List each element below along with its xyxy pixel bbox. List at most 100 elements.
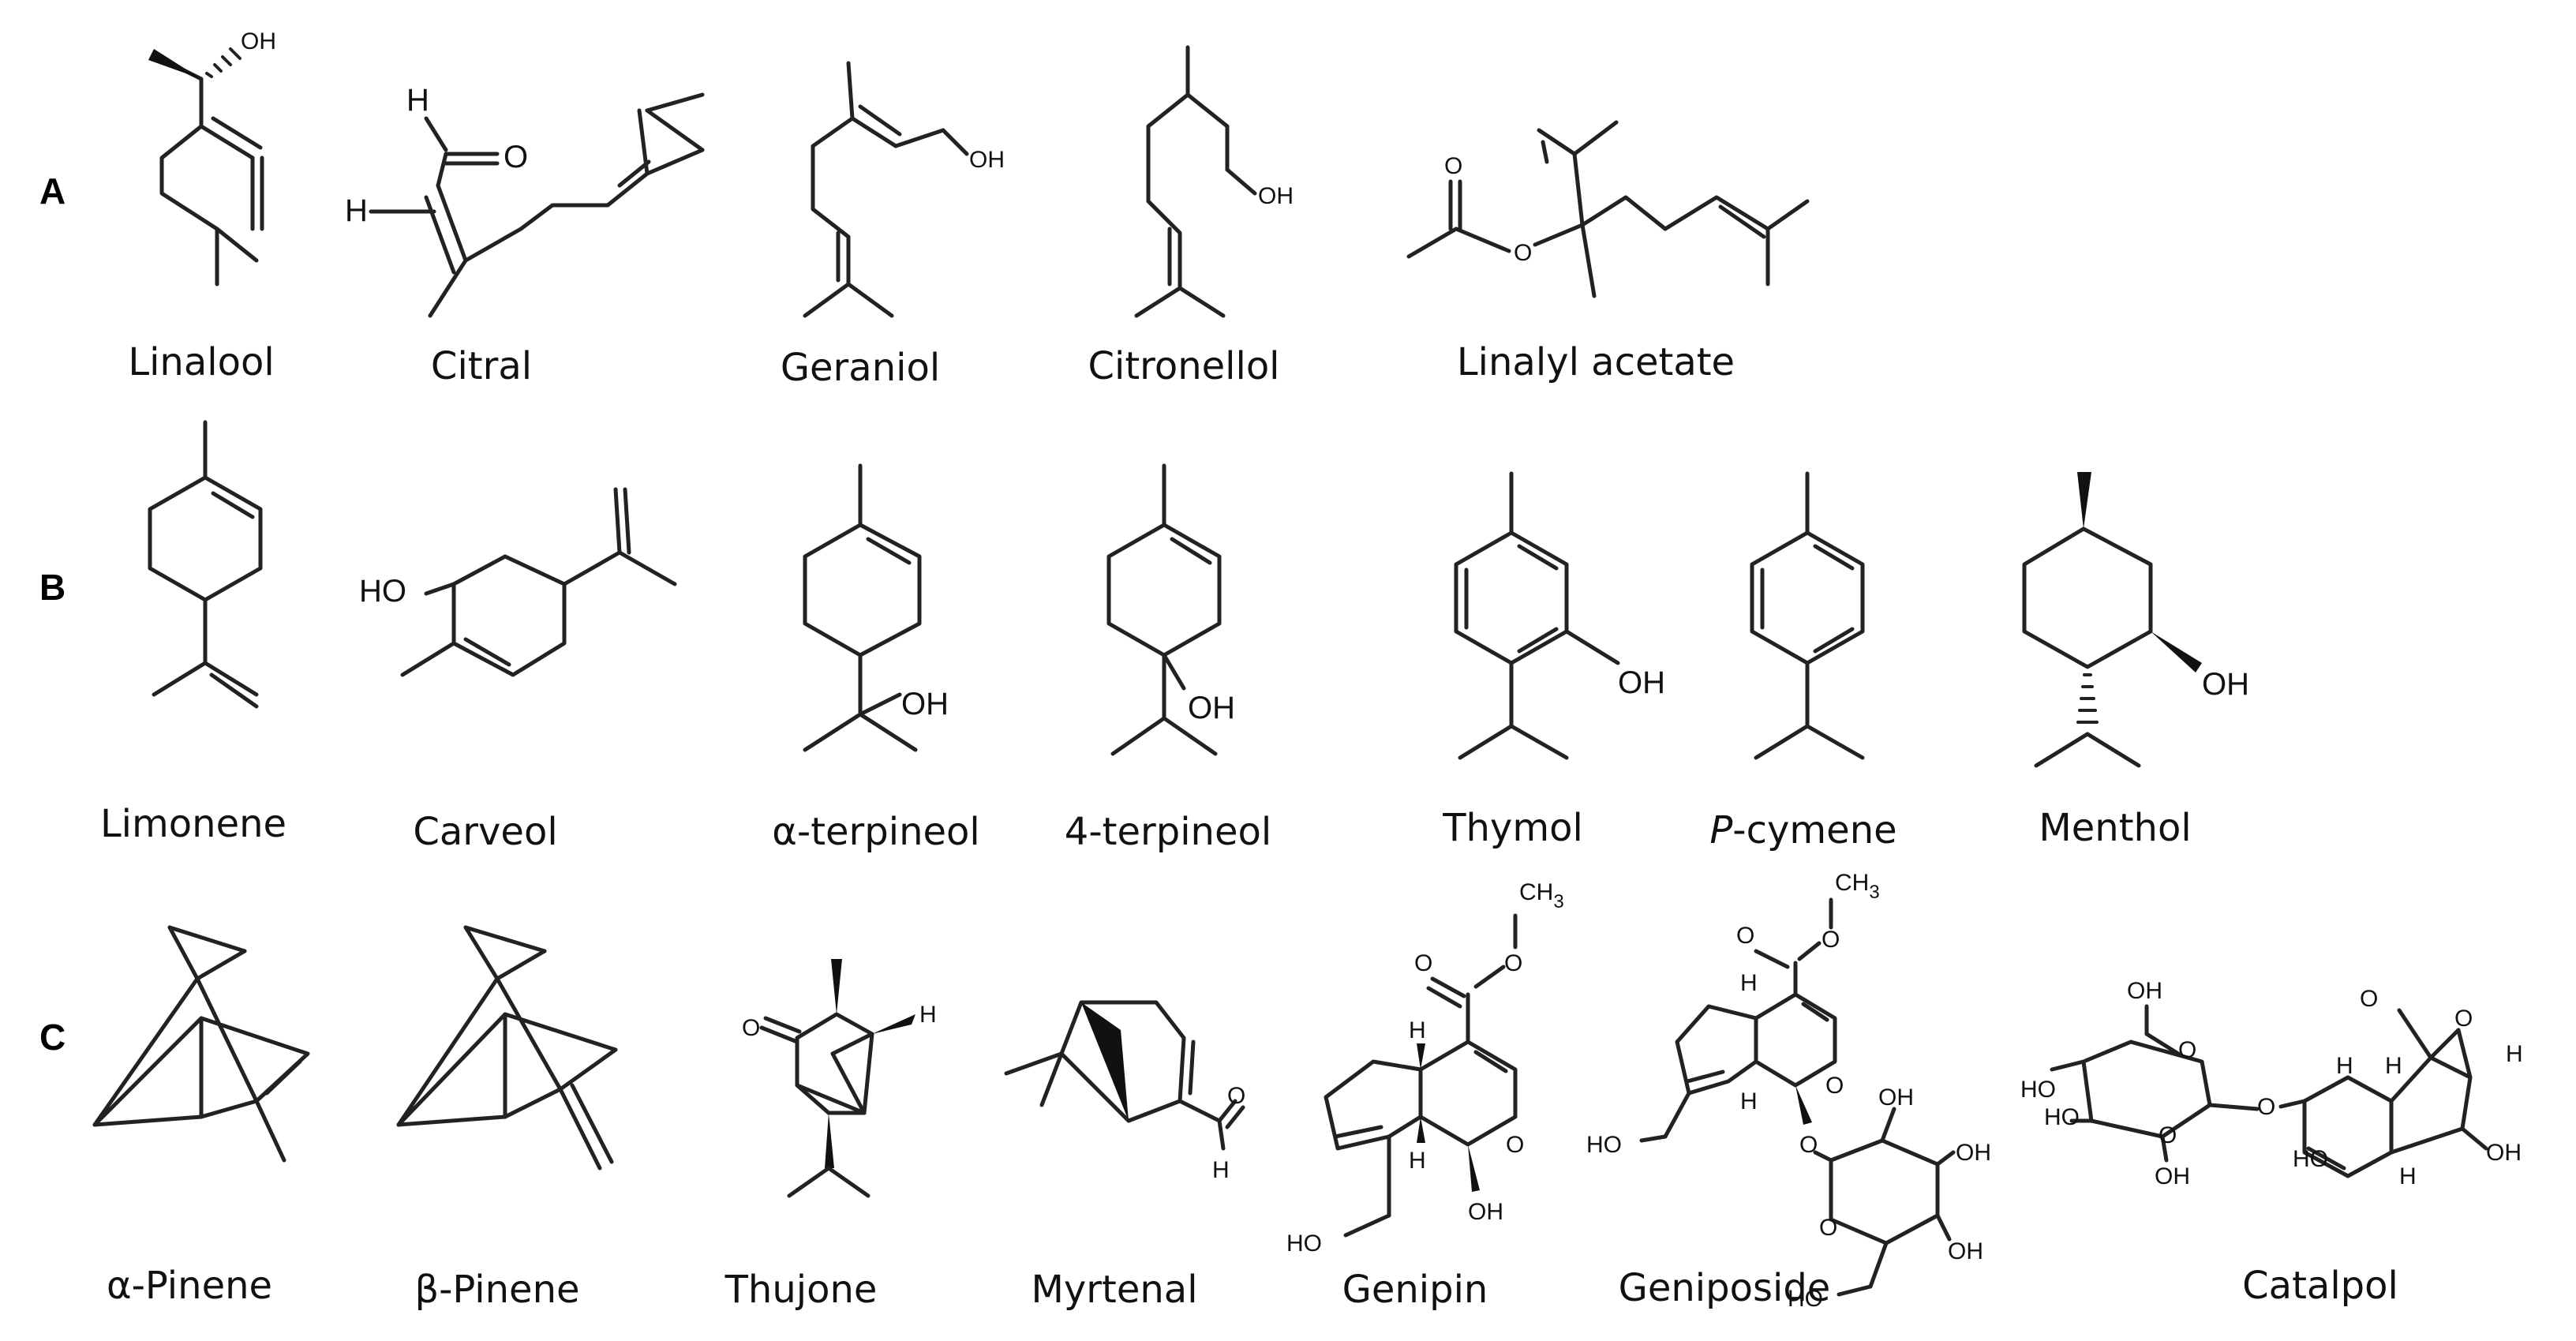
4-terpineol-oh-label: OH [1188, 691, 1235, 725]
catalpol-ring-o-bottom: O [2159, 1122, 2177, 1148]
catalpol-oh-sugar: OH [2155, 1163, 2190, 1189]
catalpol-ho-1: HO [2020, 1077, 2056, 1103]
genipin-ch-text: CH [1519, 879, 1553, 905]
p-cymene-italic-prefix: P [1709, 808, 1732, 852]
genipin-oh-label: OH [1468, 1199, 1503, 1225]
structure-geniposide: CH3 O O O H H HO O OH OH OH O HO [1586, 870, 1991, 1312]
name-linalool: Linalool [128, 340, 274, 384]
citral-o: O [504, 140, 528, 174]
genipin-ester-o: O [1504, 950, 1522, 976]
structure-4-terpineol: OH [1106, 463, 1235, 756]
name-alpha-terpineol: α-terpineol [772, 810, 980, 854]
catalpol-sugar-ring-o: O [2178, 1037, 2196, 1063]
genipin-ring-o: O [1506, 1132, 1524, 1158]
myrtenal-o-label: O [1227, 1083, 1245, 1109]
linalyl-acetate-o-carbonyl: O [1444, 153, 1462, 179]
name-4-terpineol: 4-terpineol [1065, 810, 1271, 854]
name-citral: Citral [431, 344, 532, 388]
catalpol-h-4: H [2336, 1053, 2353, 1079]
alpha-terpineol-oh-label: OH [901, 687, 949, 721]
geniposide-ring-o-sugar: O [1819, 1215, 1837, 1241]
structure-beta-pinene [396, 925, 618, 1171]
name-p-cymene: P-cymene [1709, 808, 1896, 852]
name-geniposide: Geniposide [1619, 1266, 1831, 1310]
geniposide-ring-o: O [1825, 1073, 1844, 1099]
p-cymene-suffix: -cymene [1732, 808, 1896, 852]
thymol-oh-label: OH [1618, 665, 1665, 700]
geniposide-oh-1: OH [1878, 1084, 1914, 1111]
citral-h-left: H [345, 193, 368, 228]
structure-alpha-terpineol: OH [803, 463, 949, 752]
catalpol-h-3: H [2399, 1163, 2417, 1189]
name-thymol: Thymol [1442, 806, 1583, 850]
structure-carveol: HO [359, 487, 677, 677]
structure-limonene [148, 420, 263, 709]
catalpol-glycosidic-o: O [2257, 1094, 2275, 1120]
structure-menthol: OH [2022, 472, 2249, 768]
geniposide-ch3-subscript: 3 [1869, 882, 1879, 903]
menthol-oh-label: OH [2202, 667, 2249, 702]
genipin-ho-label: HO [1286, 1230, 1322, 1257]
name-catalpol: Catalpol [2242, 1264, 2398, 1308]
catalpol-h-2: H [2506, 1041, 2523, 1067]
structure-linalyl-acetate: O O [1406, 120, 1810, 298]
linalool-oh-label: OH [241, 28, 276, 54]
name-thujone: Thujone [724, 1268, 878, 1312]
structure-catalpol: OH O HO HO OH O HO O H O H H OH H O [2020, 978, 2523, 1189]
geniposide-ester-o: O [1822, 927, 1840, 953]
row-label-b: B [39, 567, 66, 608]
citronellol-oh-label: OH [1258, 183, 1294, 209]
structure-thujone: O H [742, 959, 937, 1198]
name-menthol: Menthol [2039, 806, 2191, 850]
geniposide-ho-bottom: HO [1788, 1286, 1823, 1312]
genipin-h-top: H [1409, 1017, 1426, 1043]
name-alpha-pinene: α-Pinene [107, 1264, 272, 1308]
name-myrtenal: Myrtenal [1031, 1268, 1197, 1312]
geniposide-h-bottom: H [1740, 1088, 1758, 1114]
structure-citral: H O H [345, 83, 705, 318]
name-limonene: Limonene [100, 802, 286, 846]
myrtenal-h-label: H [1212, 1157, 1230, 1183]
geniposide-oh-3: OH [1948, 1238, 1983, 1264]
geniposide-ch-text: CH [1835, 870, 1869, 896]
geniposide-h-top: H [1740, 970, 1758, 996]
catalpol-ho-top: O [2360, 986, 2378, 1012]
catalpol-h-1: H [2385, 1053, 2402, 1079]
thujone-o-label: O [742, 1015, 760, 1041]
geniposide-glycosidic-o: O [1799, 1132, 1818, 1158]
geniposide-oh-2: OH [1956, 1140, 1991, 1166]
catalpol-oh-top: OH [2127, 978, 2162, 1004]
row-label-a: A [39, 170, 66, 212]
catalpol-pyran-o: HO [2293, 1146, 2328, 1172]
genipin-h-bottom: H [1409, 1148, 1426, 1174]
catalpol-oh-right: OH [2486, 1140, 2522, 1166]
thujone-h-label: H [919, 1002, 937, 1028]
citral-h-top: H [406, 83, 429, 118]
name-genipin: Genipin [1342, 1268, 1488, 1312]
structure-myrtenal: O H [1004, 1000, 1245, 1183]
linalyl-acetate-o-ester: O [1514, 240, 1532, 266]
name-citronellol: Citronellol [1088, 344, 1279, 388]
geniposide-ch-label: CH3 [1835, 870, 1880, 903]
name-linalyl-acetate: Linalyl acetate [1457, 340, 1735, 384]
geniposide-ho-left: HO [1586, 1132, 1622, 1158]
name-beta-pinene: β-Pinene [414, 1268, 579, 1312]
geniposide-carbonyl-o: O [1736, 923, 1754, 949]
genipin-carbonyl-o: O [1414, 950, 1432, 976]
structure-geraniol: OH [803, 61, 1005, 318]
structure-citronellol: OH [1134, 45, 1294, 318]
catalpol-ho-2: HO [2044, 1104, 2080, 1130]
genipin-ch-label: CH3 [1519, 879, 1564, 912]
name-carveol: Carveol [413, 810, 557, 854]
structure-genipin: CH3 O O O H H HO OH [1286, 879, 1564, 1257]
structure-p-cymene [1750, 471, 1865, 760]
row-label-c: C [39, 1017, 66, 1058]
structure-thymol: OH [1454, 471, 1665, 760]
name-geraniol: Geraniol [781, 346, 940, 390]
carveol-ho-label: HO [359, 574, 406, 609]
structure-alpha-pinene [92, 925, 310, 1163]
catalpol-epoxide-o: O [2454, 1006, 2473, 1032]
structure-linalool: OH [148, 28, 276, 287]
